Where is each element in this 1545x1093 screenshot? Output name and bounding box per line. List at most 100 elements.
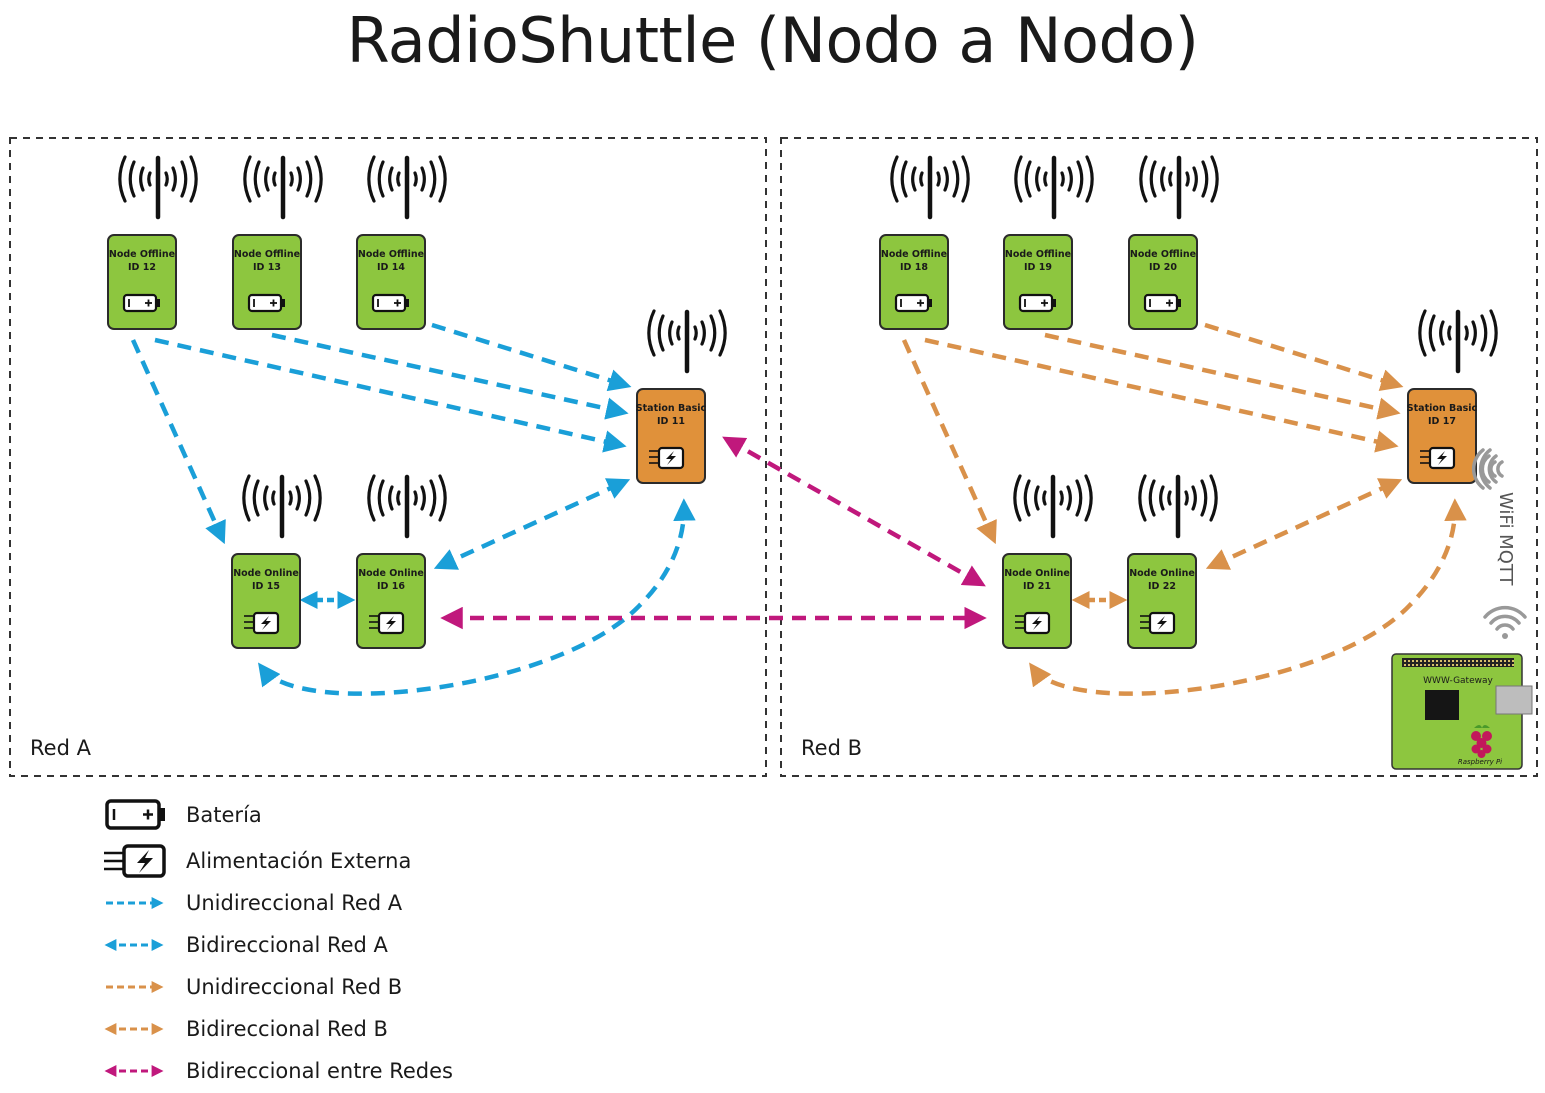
legend-label-bi-red-b: Bidireccional Red B xyxy=(186,1017,388,1041)
node-id: ID 16 xyxy=(377,581,405,592)
node-id: ID 21 xyxy=(1023,581,1051,592)
antenna-icon xyxy=(1418,309,1498,374)
antenna-icon xyxy=(367,474,447,539)
wifi-mqtt-link: WiFi MQTT xyxy=(1471,448,1527,639)
node-id: ID 12 xyxy=(128,262,156,273)
node-title: Node Offline xyxy=(109,249,175,260)
external-power-icon xyxy=(244,611,280,635)
node-14[interactable]: Node Offline ID 14 xyxy=(356,155,447,330)
connections-inter-network xyxy=(440,436,987,630)
legend-item-external-power: Alimentación Externa xyxy=(104,844,411,878)
node-17[interactable]: Station Basic ID 17 xyxy=(1407,309,1498,484)
legend-item-uni-red-a: Unidireccional Red A xyxy=(106,891,403,915)
battery-icon xyxy=(1018,293,1056,313)
antenna-icon xyxy=(118,155,198,220)
antenna-icon xyxy=(1013,474,1093,539)
network-a-area: Red A xyxy=(9,137,767,777)
node-id: ID 15 xyxy=(252,581,280,592)
node-22[interactable]: Node Online ID 22 xyxy=(1127,474,1218,649)
battery-icon xyxy=(247,293,285,313)
external-power-icon xyxy=(1015,611,1051,635)
node-title: Node Online xyxy=(233,568,299,579)
node-body xyxy=(1002,553,1072,649)
legend-label-bi-inter: Bidireccional entre Redes xyxy=(186,1059,453,1083)
external-power-icon xyxy=(104,844,166,878)
legend-label-uni-red-a: Unidireccional Red A xyxy=(186,891,403,915)
ethernet-port-icon xyxy=(1495,685,1533,715)
antenna-icon xyxy=(647,309,727,374)
node-body xyxy=(1407,388,1477,484)
gpio-header xyxy=(1404,660,1514,666)
link-18-21 xyxy=(901,339,997,545)
network-b-area: Red B xyxy=(780,137,1538,777)
external-power-icon xyxy=(1140,611,1176,635)
link-16-11 xyxy=(433,478,631,570)
legend-item-bi-red-a: Bidireccional Red A xyxy=(104,933,389,957)
network-a-label: Red A xyxy=(30,736,92,760)
link-11-21 xyxy=(722,436,986,587)
node-id: ID 13 xyxy=(253,262,281,273)
wifi-icon-bottom xyxy=(1483,605,1527,639)
battery-icon xyxy=(1143,293,1181,313)
page-title: RadioShuttle (Nodo a Nodo) xyxy=(346,4,1199,77)
link-14-11 xyxy=(431,322,632,392)
node-body xyxy=(356,553,426,649)
gateway-label: WWW-Gateway xyxy=(1423,676,1493,686)
battery-icon xyxy=(105,799,165,830)
antenna-icon xyxy=(1139,155,1219,220)
node-id: ID 18 xyxy=(900,262,928,273)
external-power-icon xyxy=(649,446,685,470)
legend: Batería Alimentación Externa Unidireccio… xyxy=(104,799,453,1083)
antenna-icon xyxy=(1014,155,1094,220)
node-15[interactable]: Node Online ID 15 xyxy=(231,474,322,649)
node-11[interactable]: Station Basic ID 11 xyxy=(636,309,727,484)
node-16[interactable]: Node Online ID 16 xyxy=(356,474,447,649)
legend-item-battery: Batería xyxy=(105,799,262,830)
node-title: Node Offline xyxy=(1005,249,1071,260)
node-title: Node Offline xyxy=(1130,249,1196,260)
node-id: ID 14 xyxy=(377,262,405,273)
node-title: Node Offline xyxy=(234,249,300,260)
connections-red-a xyxy=(130,322,696,696)
node-title: Station Basic xyxy=(1407,403,1477,414)
node-id: ID 22 xyxy=(1148,581,1176,592)
link-19-17 xyxy=(1044,332,1401,420)
battery-icon xyxy=(894,293,932,313)
legend-label-battery: Batería xyxy=(186,803,262,827)
link-13-11 xyxy=(271,332,629,420)
node-12[interactable]: Node Offline ID 12 xyxy=(107,155,198,330)
legend-item-uni-red-b: Unidireccional Red B xyxy=(106,975,402,999)
node-body xyxy=(231,553,301,649)
link-22-17 xyxy=(1205,478,1403,570)
legend-item-bi-red-b: Bidireccional Red B xyxy=(104,1017,388,1041)
antenna-icon xyxy=(242,474,322,539)
link-15-11 xyxy=(257,498,696,696)
connections-red-b xyxy=(901,322,1467,696)
antenna-icon xyxy=(243,155,323,220)
node-title: Node Offline xyxy=(358,249,424,260)
wifi-mqtt-label: WiFi MQTT xyxy=(1495,492,1516,587)
node-title: Node Online xyxy=(358,568,424,579)
node-title: Node Offline xyxy=(881,249,947,260)
node-13[interactable]: Node Offline ID 13 xyxy=(232,155,323,330)
legend-label-uni-red-b: Unidireccional Red B xyxy=(186,975,402,999)
node-title: Node Online xyxy=(1129,568,1195,579)
node-body xyxy=(1127,553,1197,649)
antenna-icon xyxy=(1138,474,1218,539)
node-body xyxy=(636,388,706,484)
external-power-icon xyxy=(1420,446,1456,470)
node-19[interactable]: Node Offline ID 19 xyxy=(1003,155,1094,330)
legend-item-bi-inter: Bidireccional entre Redes xyxy=(104,1059,453,1083)
node-id: ID 17 xyxy=(1428,416,1456,427)
node-18[interactable]: Node Offline ID 18 xyxy=(879,155,970,330)
chip-icon xyxy=(1425,690,1459,720)
battery-icon xyxy=(371,293,409,313)
legend-label-external-power: Alimentación Externa xyxy=(186,849,411,873)
gateway-sublabel: Raspberry Pi xyxy=(1458,758,1502,766)
node-id: ID 11 xyxy=(657,416,685,427)
node-id: ID 19 xyxy=(1024,262,1052,273)
node-title: Station Basic xyxy=(636,403,706,414)
